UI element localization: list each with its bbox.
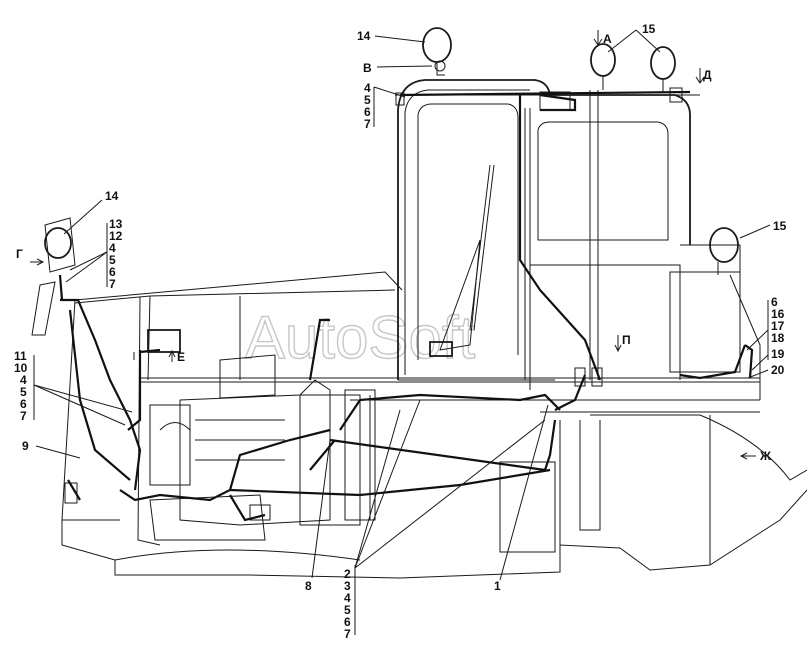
connectors [64,87,683,521]
callout-14-top: 14 [357,29,371,43]
stack-right-6: 20 [771,363,785,377]
stack-mid-left-3: 4 [20,373,27,387]
stack-right-5: 19 [771,347,785,361]
stack-top-left-2: 5 [364,93,371,107]
engine [149,354,376,541]
stack-bottom-4: 5 [344,603,351,617]
view-zh-label: Ж [759,449,771,463]
stack-left-3: 4 [109,241,116,255]
stack-bottom-6: 7 [344,627,351,641]
stack-right-3: 17 [771,319,785,333]
leader-lines [33,29,771,635]
view-d-label: Д [703,68,712,82]
callout-9: 9 [22,439,29,453]
callout-1: 1 [494,579,501,593]
tractor-body [61,271,807,579]
cab [395,79,761,400]
stack-right-4: 18 [771,331,785,345]
watermark: AutoSoft [245,304,475,371]
view-b-label: В [363,61,372,75]
view-g-label: Г [16,247,23,261]
stack-mid-left-1: 11 [14,349,27,363]
view-e-label: Е [177,350,185,364]
stack-left-2: 12 [109,229,123,243]
stack-bottom-1: 2 [344,567,351,581]
callout-15-right: 15 [773,219,787,233]
stack-bottom-5: 6 [344,615,351,629]
stack-mid-left-5: 6 [20,397,27,411]
stack-top-left-1: 4 [364,81,371,95]
view-arrows [30,30,756,460]
lamp-top-left [422,27,452,76]
stack-left-5: 6 [109,265,116,279]
lamp-left [31,217,76,336]
wiring-harness [58,90,754,522]
callout-15-top: 15 [642,22,656,36]
stack-right-2: 16 [771,307,785,321]
stack-top-left-3: 6 [364,105,371,119]
callout-14-left: 14 [105,189,119,203]
stack-left-1: 13 [109,217,123,231]
lamp-right [709,227,739,275]
stack-mid-left-6: 7 [20,409,27,423]
stack-right-1: 6 [771,295,778,309]
view-p-label: П [622,333,631,347]
stack-mid-left-4: 5 [20,385,27,399]
lamp-top-d [650,46,676,92]
stack-bottom-2: 3 [344,579,351,593]
stack-left-6: 7 [109,277,116,291]
stack-mid-left-2: 10 [14,361,28,375]
stack-top-left-4: 7 [364,117,371,131]
lamp-top-a [590,43,616,90]
stack-bottom-3: 4 [344,591,351,605]
view-a-label: А [603,32,612,46]
stack-left-4: 5 [109,253,116,267]
callout-8: 8 [305,579,312,593]
callout-labels: 14 В 4 5 6 7 А 15 Д 14 Г 13 12 4 5 6 7 1… [14,22,787,641]
